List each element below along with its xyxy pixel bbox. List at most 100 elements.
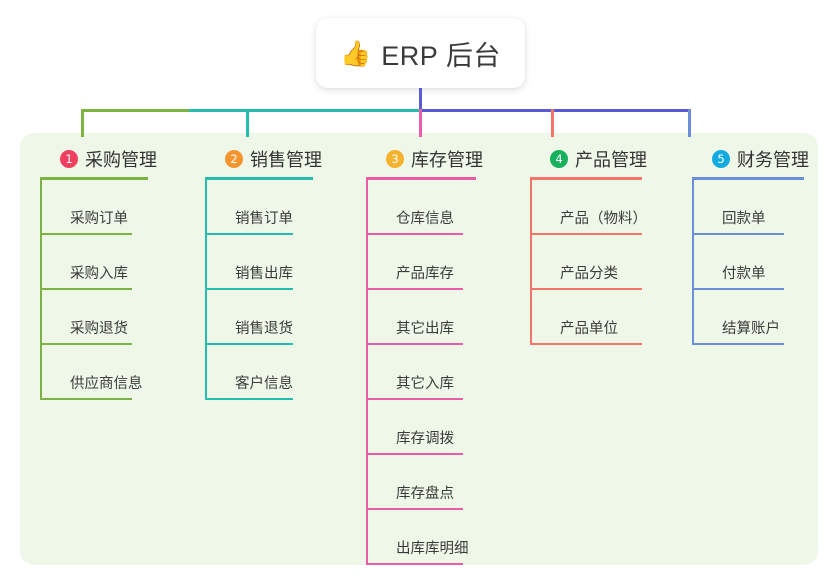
branch-underline-5: [692, 177, 804, 180]
list-item[interactable]: 采购退货: [40, 290, 157, 345]
list-item-underline: [366, 563, 463, 565]
list-item-label: 采购入库: [70, 266, 128, 282]
list-item[interactable]: 销售订单: [205, 180, 322, 235]
root-node-title: ERP 后台: [381, 40, 501, 71]
list-item-underline: [692, 343, 784, 345]
bar-green: [81, 109, 191, 112]
branch-title-5: 财务管理: [737, 150, 809, 170]
branch-title-2: 销售管理: [250, 150, 322, 170]
branch-header-5[interactable]: 5 财务管理: [692, 146, 809, 172]
branch-column-4: 4 产品管理产品（物料） 产品分类产品单位: [530, 146, 647, 345]
branch-items-4: 产品（物料） 产品分类产品单位: [530, 180, 647, 345]
list-item[interactable]: 采购订单: [40, 180, 157, 235]
list-item-underline: [205, 288, 293, 290]
branch-underline-1: [40, 177, 148, 180]
list-item-label: 产品分类: [560, 266, 618, 282]
list-item-underline: [530, 233, 642, 235]
list-item[interactable]: 仓库信息: [366, 180, 483, 235]
branch-title-4: 产品管理: [575, 150, 647, 170]
branch-items-1: 采购订单采购入库采购退货供应商信息: [40, 180, 157, 400]
list-item[interactable]: 客户信息: [205, 345, 322, 400]
list-item[interactable]: 采购入库: [40, 235, 157, 290]
drop-col-3: [419, 109, 422, 137]
branch-column-5: 5 财务管理回款单付款单结算账户: [692, 146, 809, 345]
branch-badge-4: 4: [550, 150, 568, 168]
list-item-label: 出库库明细: [396, 541, 469, 557]
list-item-underline: [366, 453, 463, 455]
list-item-label: 仓库信息: [396, 211, 454, 227]
branch-column-1: 1 采购管理采购订单采购入库采购退货供应商信息: [40, 146, 157, 400]
branch-underline-4: [530, 177, 642, 180]
list-item-underline: [366, 233, 463, 235]
branch-header-4[interactable]: 4 产品管理: [530, 146, 647, 172]
list-item-underline: [205, 233, 293, 235]
list-item-label: 产品（物料）: [560, 211, 647, 227]
list-item-underline: [366, 343, 463, 345]
branch-badge-3: 3: [386, 150, 404, 168]
list-item-underline: [40, 398, 132, 400]
branch-items-5: 回款单付款单结算账户: [692, 180, 809, 345]
list-item-label: 客户信息: [235, 376, 293, 392]
bar-teal: [189, 109, 421, 112]
branch-spine-3: [366, 180, 368, 565]
list-item[interactable]: 结算账户: [692, 290, 809, 345]
list-item[interactable]: 产品分类: [530, 235, 647, 290]
list-item-label: 产品单位: [560, 321, 618, 337]
branch-spine-1: [40, 180, 42, 400]
list-item[interactable]: 库存盘点: [366, 455, 483, 510]
list-item-label: 产品库存: [396, 266, 454, 282]
branch-items-2: 销售订单销售出库销售退货客户信息: [205, 180, 322, 400]
list-item[interactable]: 付款单: [692, 235, 809, 290]
list-item-label: 库存盘点: [396, 486, 454, 502]
root-node-content: 👍 ERP 后台: [340, 34, 501, 73]
drop-col-5: [688, 109, 691, 137]
list-item[interactable]: 出库库明细: [366, 510, 483, 565]
thumbs-up-emoji: 👍: [340, 38, 372, 68]
drop-col-1: [81, 109, 84, 137]
list-item-underline: [366, 508, 463, 510]
list-item[interactable]: 其它出库: [366, 290, 483, 345]
branch-badge-1: 1: [60, 150, 78, 168]
branch-title-1: 采购管理: [85, 150, 157, 170]
list-item-label: 供应商信息: [70, 376, 143, 392]
branch-header-1[interactable]: 1 采购管理: [40, 146, 157, 172]
branch-badge-5: 5: [712, 150, 730, 168]
list-item[interactable]: 其它入库: [366, 345, 483, 400]
list-item-underline: [366, 398, 463, 400]
branch-spine-4: [530, 180, 532, 345]
root-node-card[interactable]: 👍 ERP 后台: [316, 18, 525, 88]
list-item[interactable]: 销售出库: [205, 235, 322, 290]
list-item-label: 其它入库: [396, 376, 454, 392]
list-item[interactable]: 产品单位: [530, 290, 647, 345]
bar-purple: [419, 109, 690, 112]
list-item-label: 回款单: [722, 211, 766, 227]
list-item-underline: [530, 343, 642, 345]
list-item-label: 采购退货: [70, 321, 128, 337]
list-item[interactable]: 回款单: [692, 180, 809, 235]
drop-col-4: [551, 109, 554, 137]
list-item-underline: [530, 288, 642, 290]
list-item-label: 结算账户: [722, 321, 780, 337]
list-item-underline: [205, 343, 293, 345]
list-item[interactable]: 产品（物料）: [530, 180, 647, 235]
list-item[interactable]: 产品库存: [366, 235, 483, 290]
branch-underline-3: [366, 177, 476, 180]
list-item-underline: [205, 398, 293, 400]
list-item-label: 销售订单: [235, 211, 293, 227]
list-item-underline: [40, 233, 132, 235]
list-item-label: 库存调拨: [396, 431, 454, 447]
list-item-underline: [366, 288, 463, 290]
drop-col-2: [246, 109, 249, 137]
list-item[interactable]: 销售退货: [205, 290, 322, 345]
list-item[interactable]: 库存调拨: [366, 400, 483, 455]
branch-spine-5: [692, 180, 694, 345]
list-item[interactable]: 供应商信息: [40, 345, 157, 400]
trunk-connector: [419, 88, 422, 113]
list-item-label: 其它出库: [396, 321, 454, 337]
list-item-underline: [40, 343, 132, 345]
list-item-label: 销售退货: [235, 321, 293, 337]
